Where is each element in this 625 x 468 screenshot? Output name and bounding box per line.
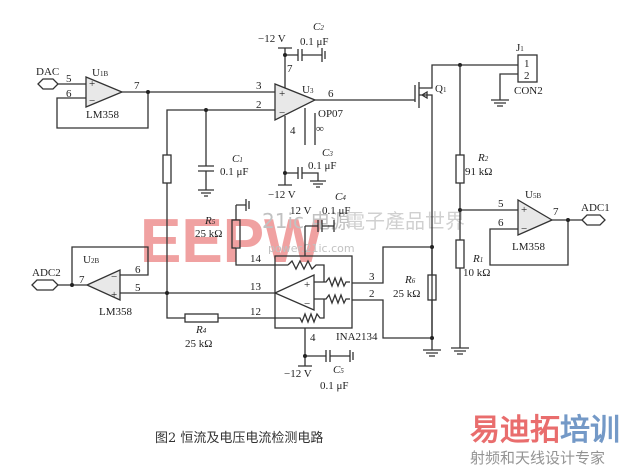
svg-text:+: +: [304, 279, 310, 291]
svg-text:R1: R1: [472, 253, 483, 265]
svg-text:0.1 μF: 0.1 μF: [320, 380, 349, 392]
svg-text:−: −: [111, 271, 117, 283]
figure-caption: 图2 恒流及电压电流检测电路: [155, 430, 323, 446]
svg-text:∞: ∞: [316, 123, 324, 135]
svg-text:U3: U3: [302, 84, 314, 96]
svg-text:0.1 μF: 0.1 μF: [308, 160, 337, 172]
svg-text:U1B: U1B: [92, 67, 108, 79]
adc2-connector: [31, 279, 59, 291]
eepw-watermark: EEPW 21ic 电源 power.21ic.com 電子產品世界: [140, 207, 465, 276]
svg-text:6: 6: [66, 88, 72, 100]
svg-text:+: +: [89, 78, 95, 90]
svg-text:5: 5: [498, 198, 504, 210]
svg-text:0.1 μF: 0.1 μF: [322, 205, 351, 217]
svg-text:−: −: [304, 298, 310, 310]
svg-text:12 V: 12 V: [290, 205, 312, 217]
svg-text:LM358: LM358: [99, 306, 133, 318]
svg-text:5: 5: [135, 282, 141, 294]
svg-text:+: +: [279, 88, 285, 100]
adc1-connector: [581, 214, 606, 226]
svg-text:R5: R5: [204, 215, 216, 227]
svg-text:C1: C1: [232, 153, 243, 165]
svg-text:7: 7: [79, 274, 85, 286]
dac-label: DAC: [36, 66, 59, 78]
u1b-opamp: [85, 76, 124, 108]
svg-text:10 kΩ: 10 kΩ: [463, 267, 490, 279]
svg-text:1: 1: [524, 58, 530, 70]
svg-text:+: +: [111, 289, 117, 301]
svg-text:ADC2: ADC2: [32, 267, 61, 279]
svg-text:Q1: Q1: [435, 83, 447, 95]
svg-text:2: 2: [256, 99, 262, 111]
svg-text:7: 7: [553, 206, 559, 218]
svg-text:4: 4: [310, 332, 316, 344]
svg-text:ADC1: ADC1: [581, 202, 610, 214]
svg-text:7: 7: [134, 80, 140, 92]
svg-text:−12 V: −12 V: [268, 189, 296, 201]
svg-text:7: 7: [287, 63, 293, 75]
svg-text:3: 3: [256, 80, 262, 92]
svg-text:12: 12: [250, 306, 261, 318]
svg-text:6: 6: [135, 264, 141, 276]
svg-text:U2B: U2B: [83, 254, 99, 266]
svg-text:LM358: LM358: [86, 109, 120, 121]
svg-text:21ic 电源: 21ic 电源: [262, 209, 350, 233]
svg-text:0.1 μF: 0.1 μF: [220, 166, 249, 178]
svg-text:C3: C3: [322, 147, 333, 159]
svg-text:C4: C4: [335, 191, 346, 203]
u5b-opamp: [517, 198, 554, 236]
svg-text:14: 14: [250, 253, 262, 265]
svg-text:6: 6: [498, 217, 504, 229]
j1-connector: [517, 54, 538, 83]
svg-text:2: 2: [524, 70, 530, 82]
svg-text:25 kΩ: 25 kΩ: [195, 228, 222, 240]
svg-text:C2: C2: [313, 21, 324, 33]
svg-text:培训: 培训: [560, 413, 620, 448]
svg-text:C5: C5: [333, 364, 344, 376]
dac-connector: [37, 78, 59, 90]
u2b-opamp: [85, 268, 121, 302]
svg-text:U5B: U5B: [525, 189, 541, 201]
ina2134-chip: [274, 255, 353, 329]
svg-text:3: 3: [369, 271, 375, 283]
svg-text:電子產品世界: 電子產品世界: [345, 209, 465, 233]
watermark-logo: 易迪拓 培训 射频和天线设计专家: [470, 413, 620, 467]
svg-text:CON2: CON2: [514, 85, 543, 97]
svg-text:+: +: [521, 204, 527, 216]
svg-text:power.21ic.com: power.21ic.com: [268, 242, 355, 255]
svg-text:0.1 μF: 0.1 μF: [300, 36, 329, 48]
svg-text:LM358: LM358: [512, 241, 546, 253]
svg-text:25 kΩ: 25 kΩ: [393, 288, 420, 300]
svg-text:25 kΩ: 25 kΩ: [185, 338, 212, 350]
svg-text:−: −: [279, 107, 285, 119]
svg-text:R2: R2: [477, 152, 489, 164]
svg-text:INA2134: INA2134: [336, 331, 378, 343]
q1-mosfet: [315, 64, 518, 350]
svg-text:5: 5: [66, 73, 72, 85]
svg-text:6: 6: [328, 88, 334, 100]
u3-opamp: [274, 83, 317, 122]
svg-text:−: −: [89, 95, 95, 107]
svg-text:4: 4: [290, 125, 296, 137]
svg-text:91 kΩ: 91 kΩ: [465, 166, 492, 178]
svg-text:−12 V: −12 V: [284, 368, 312, 380]
svg-text:R4: R4: [195, 324, 207, 336]
svg-text:R6: R6: [404, 274, 416, 286]
svg-text:−12 V: −12 V: [258, 33, 286, 45]
r4-resistor: [184, 313, 219, 323]
svg-text:13: 13: [250, 281, 262, 293]
svg-text:易迪拓: 易迪拓: [470, 413, 560, 448]
svg-text:OP07: OP07: [318, 108, 344, 120]
svg-text:J1: J1: [516, 42, 524, 54]
svg-text:−: −: [521, 223, 527, 235]
svg-text:射频和天线设计专家: 射频和天线设计专家: [470, 449, 605, 467]
svg-text:2: 2: [369, 288, 375, 300]
